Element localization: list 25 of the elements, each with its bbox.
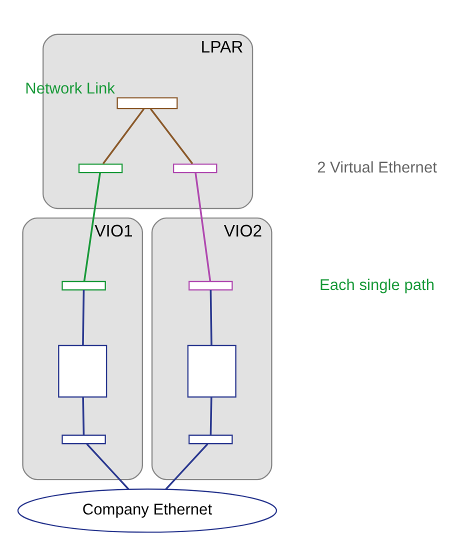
label: Each single path	[320, 276, 434, 294]
connector	[165, 443, 208, 490]
node-bar	[62, 434, 106, 444]
connector	[102, 108, 145, 164]
node-bar	[188, 280, 233, 290]
connector	[82, 290, 85, 346]
connector	[194, 172, 212, 282]
cluster: VIO1	[22, 217, 144, 480]
node-bar	[188, 434, 233, 444]
node-ellipse: Company Ethernet	[17, 488, 278, 533]
node-bar	[172, 164, 218, 174]
connector	[82, 397, 85, 435]
node-label: Network Link	[25, 80, 115, 98]
cluster: VIO2	[151, 217, 272, 480]
connector	[150, 108, 194, 164]
node-box	[116, 97, 178, 110]
node-bar	[78, 164, 123, 174]
connector	[83, 172, 101, 282]
node-box	[187, 344, 236, 398]
node-box	[58, 344, 108, 398]
connector	[86, 443, 130, 490]
connector	[210, 290, 212, 346]
node-bar	[62, 280, 106, 290]
label: 2 Virtual Ethernet	[317, 159, 437, 176]
connector	[210, 397, 212, 435]
